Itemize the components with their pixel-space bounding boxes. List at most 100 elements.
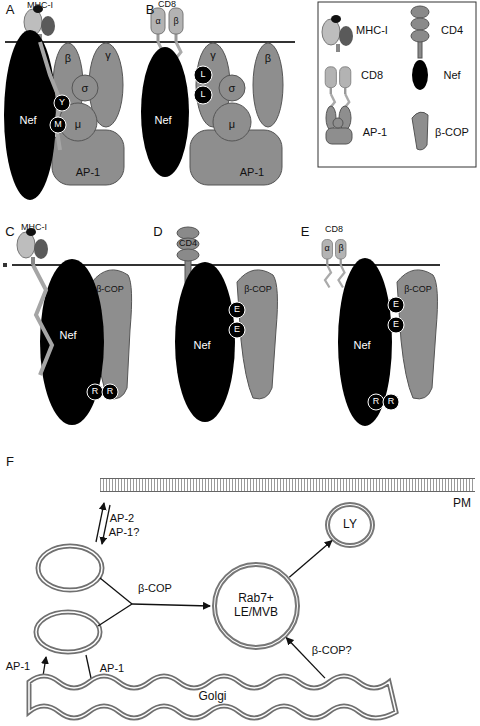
golgi-stack: Golgi <box>25 670 400 724</box>
legend-icon <box>412 112 428 150</box>
panel-letter: D <box>153 225 162 239</box>
transport-arrow-part <box>96 503 104 542</box>
node-text: Golgi <box>198 690 226 704</box>
transport-arrow-part <box>98 604 132 626</box>
panel-e <box>322 240 437 427</box>
mhc-protein <box>17 228 48 265</box>
vesicle-part <box>36 612 100 652</box>
part-label: AP-1 <box>240 166 264 178</box>
vesicle-part <box>38 546 102 590</box>
endosome-circle: Rab7+ LE/MVB <box>212 562 300 650</box>
panel-letter: E <box>301 225 310 239</box>
panel-b <box>141 8 283 185</box>
part-label: AP-1 <box>6 660 30 672</box>
node-text: Rab7+ LE/MVB <box>226 592 286 620</box>
cd4-protein-part <box>177 249 199 261</box>
part-label: R <box>92 387 99 397</box>
panel-letter: A <box>6 3 15 17</box>
motif-residue <box>194 66 212 84</box>
ap1-complex <box>52 43 124 185</box>
part-label: β-COP <box>244 285 272 295</box>
transport-arrow-part <box>132 604 210 606</box>
mhc-tail <box>33 265 52 375</box>
legend-text: AP-1 <box>363 126 387 138</box>
panel-a <box>4 5 124 200</box>
motif-residue <box>50 117 66 133</box>
part-label: Nef <box>59 329 76 341</box>
legend-text: CD8 <box>361 69 383 81</box>
vesicle <box>36 612 100 652</box>
part-label: E <box>234 305 240 315</box>
part-label: R <box>388 397 395 407</box>
part-label: E <box>393 320 399 330</box>
motif-residue <box>229 322 245 338</box>
plasma-membrane: PM <box>100 478 475 492</box>
nef-protein <box>141 47 189 177</box>
part-label: MHC-I <box>27 1 53 11</box>
transport-arrow <box>40 503 210 695</box>
panel-f <box>36 503 210 695</box>
legend-text: β-COP <box>435 126 469 138</box>
legend-icon <box>412 60 428 90</box>
membrane-line-part <box>5 41 295 43</box>
legend-icon <box>322 15 353 52</box>
legend-icon-part <box>326 128 352 144</box>
part-label: μ <box>229 118 235 130</box>
motif-residue <box>368 394 384 410</box>
part-label: AP-1? <box>109 526 140 538</box>
bcop-protein <box>397 270 437 399</box>
transport-arrow-part <box>100 578 132 604</box>
part-label: AP-2 <box>110 512 134 524</box>
part-label: R <box>373 397 380 407</box>
part-label: E <box>393 300 399 310</box>
part-label: γ <box>210 49 216 61</box>
part-label: β <box>65 52 71 64</box>
motif-residue <box>388 317 404 333</box>
part-label: α <box>155 17 160 27</box>
legend-icon-part <box>411 6 429 18</box>
golgi-outline-inner <box>29 676 396 718</box>
transport-arrow-part <box>102 505 110 544</box>
legend-box <box>318 2 476 167</box>
part-label: CD8 <box>158 0 176 10</box>
part-label: Nef <box>19 114 36 126</box>
motif-residue <box>383 394 399 410</box>
legend-text: MHC-I <box>356 24 388 36</box>
connector-arrow <box>289 541 332 578</box>
part-label: Nef <box>154 114 171 126</box>
panel-d <box>175 227 277 422</box>
part-label: R <box>107 387 114 397</box>
part-label: α <box>324 244 329 254</box>
membrane-line-part <box>3 263 7 267</box>
part-label: Nef <box>353 339 370 351</box>
part-label: β <box>338 244 343 254</box>
motif-residue <box>87 384 103 400</box>
part-label: Y <box>59 98 65 108</box>
panel-letter: B <box>146 3 155 17</box>
part-label: M <box>54 120 62 130</box>
vesicle <box>38 546 102 590</box>
vesicle-part <box>38 546 102 590</box>
legend-icon-part <box>333 118 343 128</box>
part-label: MHC-I <box>21 223 47 233</box>
part-label: CD8 <box>325 225 343 235</box>
cd4-protein-part <box>177 227 199 239</box>
membrane-line <box>3 42 440 267</box>
part-label: β-COP <box>404 285 432 295</box>
legend-text: Nef <box>443 69 460 81</box>
part-label: Nef <box>193 339 210 351</box>
node-text: LY <box>343 518 357 532</box>
legend-text: CD4 <box>441 24 463 36</box>
panel-c <box>17 228 132 425</box>
part-label: L <box>200 90 205 100</box>
ap1-complex-part <box>253 43 283 127</box>
node-text: PM <box>453 497 471 511</box>
part-label: CD4 <box>179 239 197 249</box>
lysosome: LY <box>325 502 375 548</box>
motif-residue <box>54 95 70 111</box>
legend-icon <box>411 6 429 58</box>
connector-arrow <box>286 638 325 678</box>
part-label: μ <box>75 118 81 130</box>
part-label: β-COP <box>96 285 124 295</box>
